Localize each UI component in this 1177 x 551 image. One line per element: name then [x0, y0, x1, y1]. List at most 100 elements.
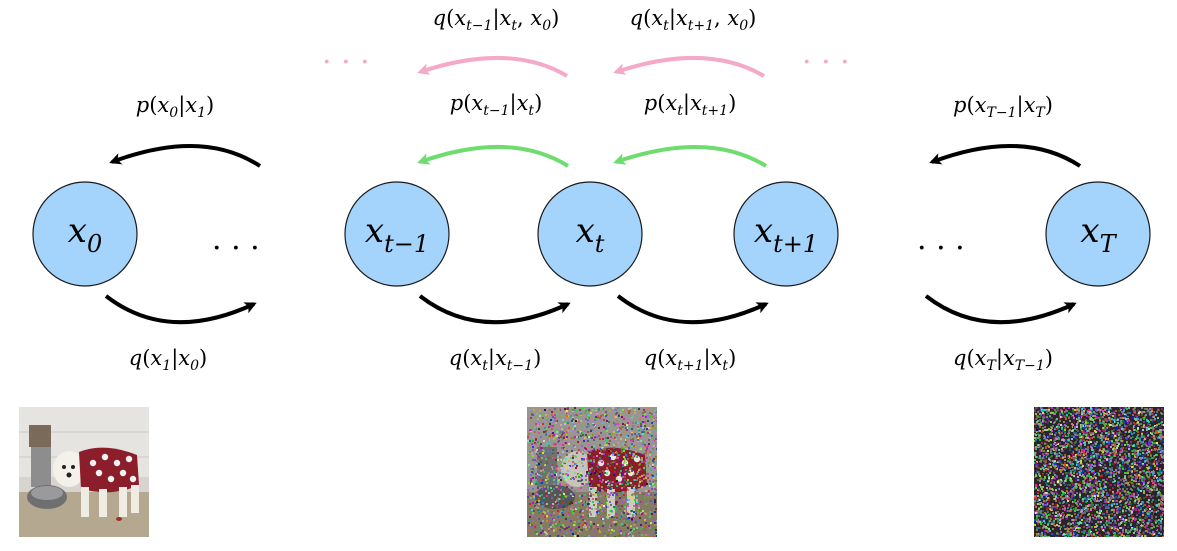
noise-pixel	[1070, 413, 1072, 415]
noise-pixel	[571, 487, 573, 489]
noise-pixel	[1074, 526, 1076, 528]
noise-pixel	[593, 526, 595, 528]
noise-pixel	[649, 494, 651, 496]
noise-pixel	[1052, 528, 1054, 530]
noise-pixel	[624, 524, 626, 526]
noise-pixel	[570, 430, 572, 432]
noise-pixel	[609, 501, 611, 503]
noise-pixel	[652, 460, 654, 462]
noise-pixel	[1092, 457, 1094, 459]
noise-pixel	[1059, 519, 1061, 521]
noise-pixel	[1153, 526, 1155, 528]
noise-pixel	[527, 529, 529, 531]
noise-pixel	[551, 428, 553, 430]
noise-pixel	[649, 412, 651, 414]
noise-pixel	[620, 449, 622, 451]
noise-pixel	[593, 445, 595, 447]
noise-pixel	[615, 443, 617, 445]
noise-pixel	[1125, 455, 1127, 457]
noise-pixel	[649, 465, 651, 467]
noise-pixel	[1038, 467, 1040, 469]
noise-pixel	[649, 516, 651, 518]
noise-pixel	[1140, 485, 1142, 487]
noise-pixel	[621, 447, 623, 449]
noise-pixel	[573, 437, 575, 439]
pure-noise-image	[1034, 407, 1164, 537]
noise-pixel	[1090, 434, 1092, 436]
noise-pixel	[533, 470, 535, 472]
noise-pixel	[626, 499, 628, 501]
noise-pixel	[1047, 436, 1049, 438]
noise-pixel	[1141, 483, 1143, 485]
noise-pixel	[619, 481, 621, 483]
noise-pixel	[595, 449, 597, 451]
noise-pixel	[595, 416, 597, 418]
noise-pixel	[580, 477, 582, 479]
noise-pixel	[1051, 533, 1053, 535]
noise-pixel	[1144, 475, 1146, 477]
noise-pixel	[618, 454, 620, 456]
noise-pixel	[542, 423, 544, 425]
noise-pixel	[635, 485, 637, 487]
noise-pixel	[1153, 411, 1155, 413]
noise-pixel	[1055, 449, 1057, 451]
posterior-arrows: · · · · · ·	[322, 45, 850, 80]
noise-pixel	[647, 496, 649, 498]
noise-pixel	[1086, 534, 1088, 536]
noise-pixel	[1043, 450, 1045, 452]
noise-pixel	[573, 478, 575, 480]
noise-pixel	[538, 500, 540, 502]
noise-pixel	[542, 479, 544, 481]
noise-pixel	[1114, 493, 1116, 495]
noise-pixel	[621, 487, 623, 489]
noise-pixel	[1117, 489, 1119, 491]
noise-pixel	[543, 440, 545, 442]
noise-pixel	[600, 495, 602, 497]
noise-pixel	[1120, 436, 1122, 438]
noise-pixel	[587, 416, 589, 418]
noise-pixel	[1078, 510, 1080, 512]
noise-pixel	[1036, 510, 1038, 512]
noise-pixel	[563, 478, 565, 480]
noise-pixel	[537, 452, 539, 454]
noise-pixel	[1061, 454, 1063, 456]
noise-pixel	[610, 488, 612, 490]
noise-pixel	[1053, 534, 1055, 536]
noise-pixel	[1042, 424, 1044, 426]
noise-pixel	[619, 497, 621, 499]
noise-pixel	[625, 503, 627, 505]
noise-pixel	[1080, 522, 1082, 524]
noise-pixel	[602, 490, 604, 492]
noise-pixel	[1039, 439, 1041, 441]
noise-pixel	[656, 483, 657, 485]
noise-pixel	[1081, 472, 1083, 474]
noise-pixel	[1074, 470, 1076, 472]
noise-pixel	[1138, 465, 1140, 467]
noise-pixel	[1131, 473, 1133, 475]
noise-pixel	[574, 490, 576, 492]
noise-pixel	[1037, 536, 1039, 537]
noise-pixel	[536, 449, 538, 451]
noise-pixel	[595, 500, 597, 502]
noise-pixel	[1049, 488, 1051, 490]
noise-pixel	[1133, 480, 1135, 482]
noise-pixel	[615, 521, 617, 523]
noise-pixel	[597, 466, 599, 468]
noise-pixel	[1057, 488, 1059, 490]
noise-pixel	[562, 509, 564, 511]
noise-pixel	[1125, 479, 1127, 481]
noise-pixel	[1082, 498, 1084, 500]
noise-pixel	[1129, 433, 1131, 435]
noise-pixel	[582, 504, 584, 506]
noise-pixel	[1160, 438, 1162, 440]
noise-pixel	[1048, 536, 1050, 537]
noise-pixel	[608, 455, 610, 457]
noise-pixel	[619, 445, 621, 447]
noise-pixel	[1163, 535, 1164, 537]
noise-pixel	[1075, 436, 1077, 438]
noise-pixel	[570, 437, 572, 439]
noise-pixel	[574, 472, 576, 474]
noise-pixel	[656, 421, 657, 423]
noise-pixel	[554, 445, 556, 447]
noise-pixel	[532, 502, 534, 504]
